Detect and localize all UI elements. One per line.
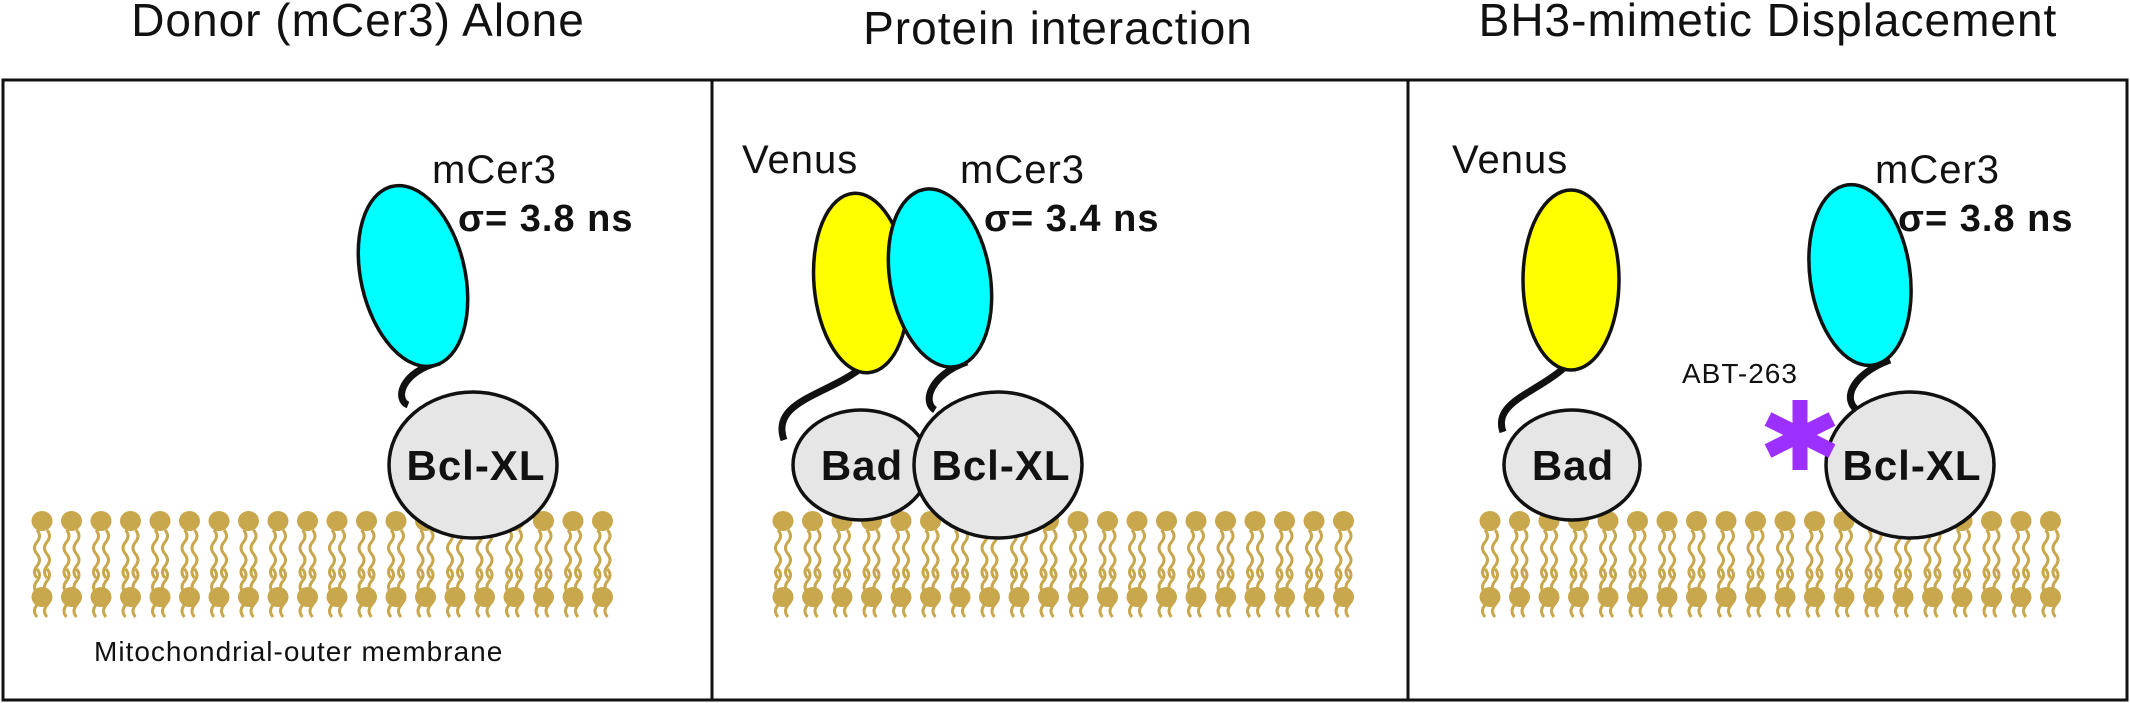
venus-label: Venus	[742, 138, 858, 182]
bad-protein	[1502, 408, 1642, 522]
figure-frame	[1, 78, 2129, 702]
mcer3-label: mCer3	[1875, 148, 2000, 192]
mcer3-fluorophore	[1807, 182, 1913, 368]
panel-bh3-displacement: Bad Bcl-XL Venus mCer3 σ= 3.8 ns ABT-263	[1452, 138, 2073, 540]
membrane-bilayer-2	[772, 511, 1354, 618]
bcl-xl-label: Bcl-XL	[1842, 442, 1981, 489]
membrane-label: Mitochondrial-outer membrane	[94, 636, 503, 667]
bcl-xl-protein	[1824, 390, 1996, 540]
mcer3-label: mCer3	[960, 148, 1085, 192]
panel-donor-alone: Bcl-XL mCer3 σ= 3.8 ns Mitochondrial-out…	[94, 148, 633, 667]
mcer3-fluorophore	[356, 183, 470, 369]
membrane-bilayer-3	[1479, 511, 2061, 618]
mcer3-fluorophore	[886, 187, 994, 369]
panel-title-protein-interaction: Protein interaction	[863, 2, 1253, 54]
lifetime-label: σ= 3.8 ns	[458, 198, 633, 240]
membrane-bilayer-1	[31, 511, 613, 618]
linker-venus-bad	[778, 362, 868, 442]
panel-title-donor-alone: Donor (mCer3) Alone	[131, 0, 585, 46]
bcl-xl-label: Bcl-XL	[406, 442, 545, 489]
bcl-xl-protein	[387, 390, 559, 540]
lifetime-label: σ= 3.8 ns	[1898, 198, 2073, 240]
bcl-xl-label: Bcl-XL	[931, 442, 1070, 489]
panel-protein-interaction: Bad Bcl-XL Venus mCer3 σ= 3.4 ns	[742, 138, 1159, 540]
venus-label: Venus	[1452, 138, 1568, 182]
panel-title-bh3-displacement: BH3-mimetic Displacement	[1479, 0, 2058, 46]
abt-263-label: ABT-263	[1682, 358, 1798, 389]
lifetime-label: σ= 3.4 ns	[984, 198, 1159, 240]
venus-fluorophore	[1521, 188, 1621, 372]
bad-label: Bad	[1532, 442, 1614, 489]
bcl-xl-protein	[912, 390, 1084, 540]
abt-263-asterisk-icon	[1764, 400, 1836, 470]
mcer3-label: mCer3	[432, 148, 557, 192]
bad-label: Bad	[821, 442, 903, 489]
